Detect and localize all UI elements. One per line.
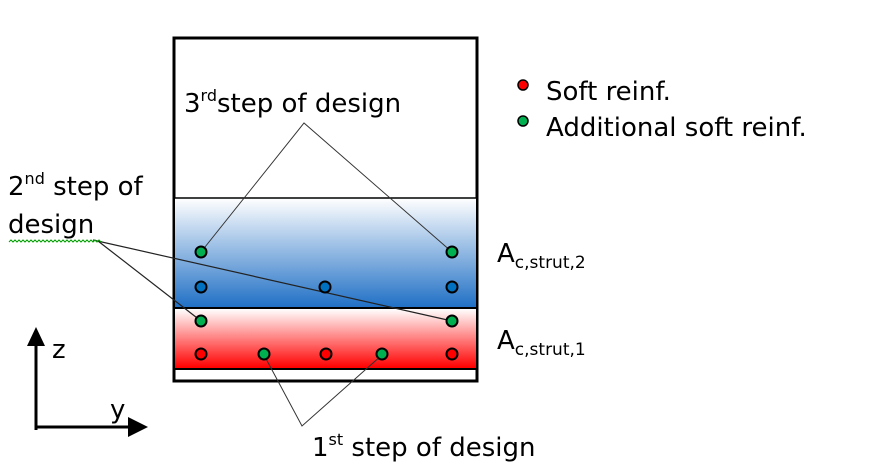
- rebar-green-strut1-row-top-0: [194, 314, 208, 328]
- leader-lines-second-step: [92, 239, 453, 322]
- y-axis-arrow-icon: [128, 417, 148, 437]
- z-axis-arrow-icon: [27, 327, 45, 346]
- third-step-label: 3rdstep of design: [184, 86, 401, 119]
- first-step-label: 1st step of design: [312, 430, 536, 463]
- area-label-strut-2: Ac,strut,2: [497, 239, 586, 273]
- rebar-blue-strut2-row-bottom-2: [445, 280, 459, 294]
- legend-marker-soft-reinf: [517, 79, 529, 91]
- z-axis-label: z: [52, 335, 66, 365]
- rebar-green-strut2-row-top-0: [194, 245, 208, 259]
- rebar-red-strut1-row-bottom-2: [319, 347, 333, 361]
- legend-label-soft-reinf: Soft reinf.: [546, 77, 671, 107]
- coordinate-axes: z y: [27, 327, 148, 437]
- legend-marker-additional-reinf: [517, 115, 529, 127]
- rebar-blue-strut2-row-bottom-1: [318, 280, 332, 294]
- rebar-green-strut1-row-top-1: [445, 314, 459, 328]
- spellcheck-underline-design: [8, 239, 102, 243]
- legend-label-additional-reinf: Additional soft reinf.: [546, 113, 807, 143]
- rebar-blue-strut2-row-bottom-0: [194, 280, 208, 294]
- rebar-green-strut2-row-top-1: [445, 245, 459, 259]
- leader-lines-first-step: [263, 354, 383, 427]
- second-step-label-line2: design: [8, 210, 94, 240]
- legend: Soft reinf. Additional soft reinf.: [517, 77, 807, 143]
- rebar-red-strut1-row-bottom-4: [445, 347, 459, 361]
- y-axis-label: y: [110, 395, 125, 425]
- rebar-green-strut1-row-bottom-1: [257, 347, 271, 361]
- leader-lines-third-step: [200, 122, 453, 253]
- rebar-red-strut1-row-bottom-0: [194, 347, 208, 361]
- area-label-strut-1: Ac,strut,1: [497, 326, 586, 360]
- rebar-green-strut1-row-bottom-3: [375, 347, 389, 361]
- second-step-label-line1: 2nd step of: [8, 169, 144, 202]
